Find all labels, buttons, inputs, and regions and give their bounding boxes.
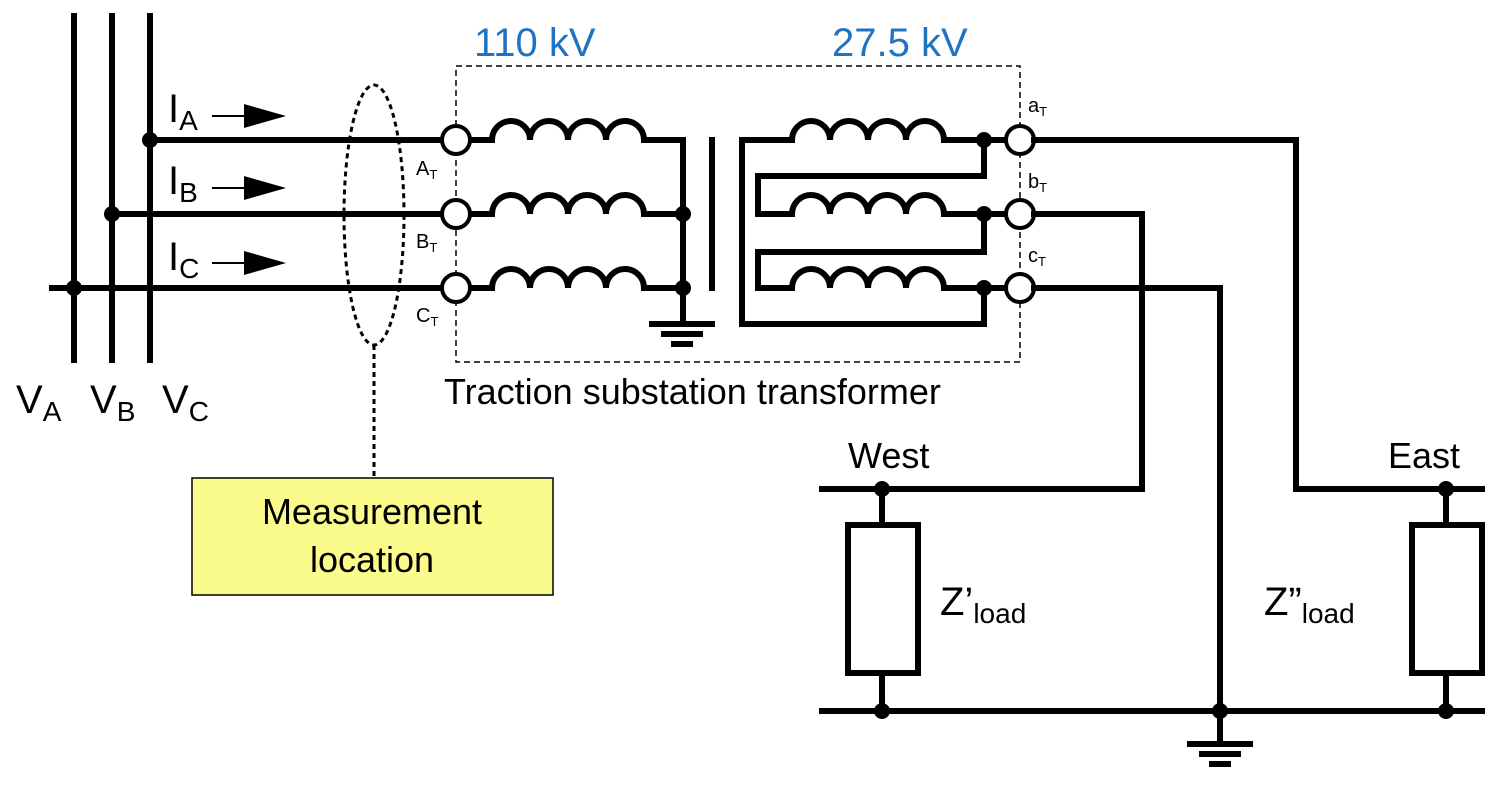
terminal-label-primary-c: CT	[416, 305, 438, 329]
load-impedance-east	[1409, 522, 1485, 676]
terminal-primary-c	[440, 272, 472, 304]
terminal-primary-b	[440, 198, 472, 230]
terminal-label-secondary-c: cT	[1028, 245, 1046, 269]
primary-coil-c	[489, 266, 647, 289]
junction-node	[142, 132, 158, 148]
west-load: West Z’load	[845, 435, 1026, 719]
terminal-secondary-a	[1004, 124, 1036, 156]
junction-node	[104, 206, 120, 222]
secondary-windings	[739, 118, 1007, 327]
feeder-west	[819, 211, 1145, 492]
load-impedance-west	[845, 522, 921, 676]
terminal-secondary-b	[1004, 198, 1036, 230]
junction-node	[66, 280, 82, 296]
east-load: East Z”load	[1264, 435, 1485, 719]
secondary-coil-b	[789, 192, 947, 215]
current-label-c: IC	[168, 235, 199, 284]
hv-voltage-label: 110 kV	[474, 21, 596, 65]
primary-windings	[467, 118, 691, 325]
voltage-label-b: VB	[90, 378, 135, 427]
measurement-label-line2: location	[310, 539, 434, 580]
ground-icon	[1187, 741, 1253, 767]
east-label: East	[1388, 435, 1460, 476]
feeder-lines	[819, 137, 1485, 743]
feeder-east	[1031, 137, 1485, 492]
ground-icon	[649, 321, 715, 347]
three-phase-bus	[71, 13, 153, 363]
current-label-b: IB	[168, 159, 198, 208]
transformer-enclosure	[455, 65, 1021, 363]
load-label-west: Z’load	[940, 580, 1026, 629]
terminal-label-secondary-b: bT	[1028, 171, 1047, 195]
west-label: West	[848, 435, 929, 476]
primary-coil-a	[489, 118, 647, 141]
supply-lines	[49, 132, 443, 296]
transformer-caption: Traction substation transformer	[444, 371, 941, 412]
arrow-head-icon	[244, 176, 286, 200]
voltage-label-c: VC	[162, 378, 209, 427]
terminal-label-primary-a: AT	[416, 158, 437, 182]
lv-voltage-label: 27.5 kV	[832, 21, 968, 65]
arrow-head-icon	[244, 104, 286, 128]
measurement-location-box: Measurement location	[191, 477, 554, 596]
secondary-coil-c	[789, 266, 947, 289]
current-arrows	[212, 104, 286, 275]
terminal-label-primary-b: BT	[416, 231, 437, 255]
terminal-secondary-c	[1004, 272, 1036, 304]
arrow-head-icon	[244, 251, 286, 275]
feeder-return	[1031, 285, 1223, 743]
voltage-label-a: VA	[16, 378, 62, 427]
measurement-label-line1: Measurement	[262, 491, 482, 532]
secondary-coil-a	[789, 118, 947, 141]
terminal-label-secondary-a: aT	[1028, 95, 1047, 119]
terminal-primary-a	[440, 124, 472, 156]
current-label-a: IA	[168, 87, 198, 136]
load-label-east: Z”load	[1264, 580, 1355, 629]
primary-coil-b	[489, 192, 647, 215]
